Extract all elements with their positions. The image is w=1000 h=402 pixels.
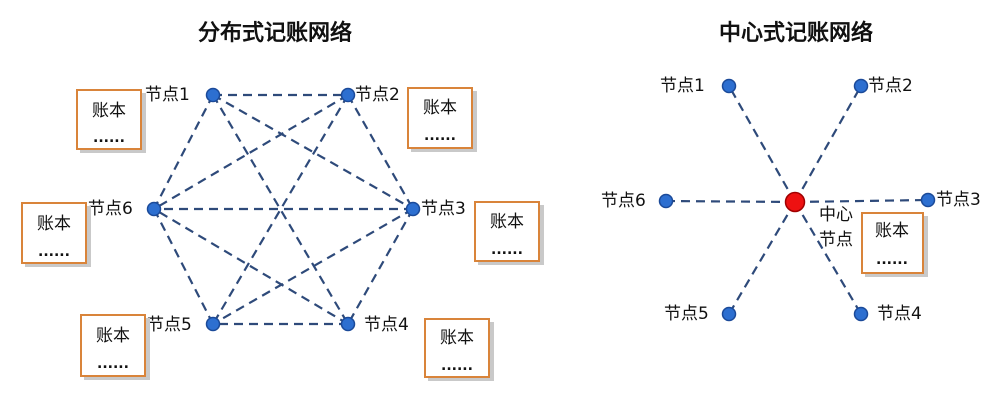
left-node-6 [146,201,162,217]
right-node-6 [658,193,674,209]
left-title: 分布式记账网络 [198,20,352,46]
right-node-1-label: 节点1 [660,76,705,96]
ledger-title: 账本 [423,98,457,118]
edge-2-6 [153,94,349,210]
ledger-dots: ...... [491,242,523,258]
right-node-2-label: 节点2 [868,76,913,96]
spoke-3 [794,198,929,204]
ledger-dots: ...... [441,358,473,374]
right-node-4-label: 节点4 [877,304,922,324]
right-node-3 [920,192,936,208]
ledger-node-5: 账本 ...... [80,314,150,380]
ledger-title: 账本 [490,212,524,232]
ledger-title: 账本 [875,221,909,241]
spoke-2 [794,85,862,203]
ledger-node-6: 账本 ...... [21,202,91,267]
ledger-title: 账本 [440,328,474,348]
right-node-6-label: 节点6 [601,191,646,211]
spoke-4 [794,201,862,315]
right-node-1 [721,78,737,94]
right-node-2 [853,78,869,94]
left-node-4 [340,316,356,332]
ledger-dots: ...... [97,356,129,372]
edge-3-5 [212,208,414,325]
ledger-title: 账本 [96,326,130,346]
left-node-2 [340,87,356,103]
left-node-5 [205,316,221,332]
left-edges [153,93,414,326]
edge-5-6 [153,208,214,325]
spoke-1 [728,85,796,203]
left-node-5-label: 节点5 [147,315,192,335]
right-node-5 [721,306,737,322]
left-node-3-label: 节点3 [421,199,466,219]
ledger-node-3: 账本 ...... [474,201,544,265]
ledger-title: 账本 [92,101,126,121]
edge-2-3 [347,94,414,210]
left-node-6-label: 节点6 [88,199,133,219]
right-node-3-label: 节点3 [936,190,981,210]
right-title: 中心式记账网络 [719,20,873,46]
edge-1-3 [212,94,414,210]
edge-1-6 [153,94,214,210]
right-edges [665,85,929,315]
ledger-dots: ...... [93,130,125,146]
ledger-dots: ...... [876,252,908,268]
ledger-node-2: 账本 ...... [407,87,477,152]
left-node-1-label: 节点1 [145,85,190,105]
right-node-5-label: 节点5 [664,304,709,324]
edge-3-4 [347,208,414,325]
spoke-6 [665,199,796,204]
ledger-node-4: 账本 ...... [424,318,494,381]
center-node-label-line2: 节点 [819,230,853,250]
ledger-title: 账本 [37,214,71,234]
center-node-label-line1: 中心 [819,205,853,225]
ledger-dots: ...... [424,128,456,144]
ledger-node-1: 账本 ...... [76,89,146,153]
spoke-5 [728,201,796,315]
left-node-1 [205,87,221,103]
left-node-3 [405,201,421,217]
ledger-dots: ...... [38,244,70,260]
edge-4-6 [153,208,349,325]
center-node [784,191,806,213]
ledger-center: 账本 ...... [861,212,928,277]
left-node-2-label: 节点2 [355,85,400,105]
left-node-4-label: 节点4 [364,315,409,335]
right-node-4 [853,306,869,322]
